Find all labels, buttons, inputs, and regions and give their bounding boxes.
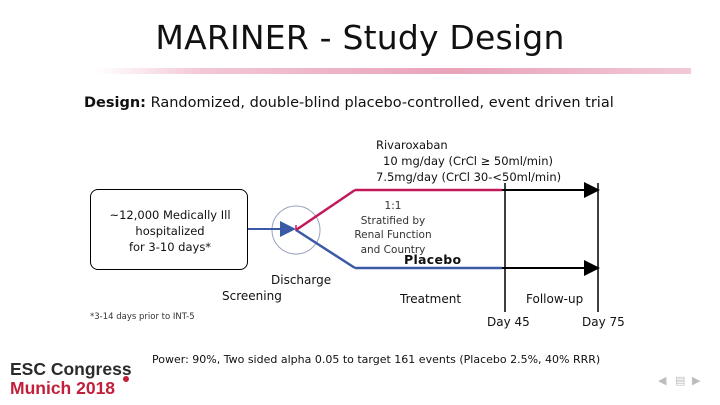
logo-dot-icon [123,376,129,382]
randomization-line3: Renal Function [354,229,432,241]
design-text: Randomized, double-blind placebo-control… [145,95,614,111]
treatment-label: Treatment [400,292,462,306]
day75-label: Day 75 [582,315,625,329]
randomization-ratio: 1:1 [384,200,402,212]
population-line1: ~12,000 Medically Ill [109,208,231,222]
slide-title: MARINER - Study Design [155,18,565,57]
logo-line2: Munich 2018 [10,378,116,398]
next-slide-icon[interactable]: ▶ [692,374,701,387]
title-underline [96,68,691,74]
rivaroxaban-arm-split [295,188,356,232]
population-line3: for 3-10 days* [128,240,212,254]
design-label: Design: [84,95,146,111]
followup-label: Follow-up [526,292,584,306]
footnote: *3-14 days prior to INT-5 [90,312,195,322]
rivaroxaban-dose-low: 7.5mg/day (CrCl 30-<50ml/min) [376,170,562,184]
screening-label: Screening [222,289,282,303]
rivaroxaban-dose-high: 10 mg/day (CrCl ≥ 50ml/min) [383,154,553,168]
population-box [90,189,248,270]
esc-congress-logo: ESC Congress Munich 2018 [10,360,132,398]
menu-icon[interactable]: ▤ [675,374,686,387]
population-text: ~12,000 Medically Ill hospitalized for 3… [92,207,248,255]
previous-slide-icon[interactable]: ◀ [658,374,667,387]
power-statement: Power: 90%, Two sided alpha 0.05 to targ… [152,353,601,366]
placebo-arm-split [295,228,356,270]
rivaroxaban-arm-label: Rivaroxaban 10 mg/day (CrCl ≥ 50ml/min) … [376,137,561,185]
randomization-label: 1:1 Stratified by Renal Function and Cou… [343,199,443,257]
population-line2: hospitalized [135,224,205,238]
randomization-line2: Stratified by [360,214,426,227]
randomization-line4: and Country [360,243,426,256]
rivaroxaban-name: Rivaroxaban [376,138,448,152]
discharge-label: Discharge [271,273,332,287]
design-line: Design: Randomized, double-blind placebo… [84,95,614,111]
logo-line1: ESC Congress [10,359,132,379]
day45-label: Day 45 [487,315,530,329]
placebo-arm-label: Placebo [404,252,462,267]
